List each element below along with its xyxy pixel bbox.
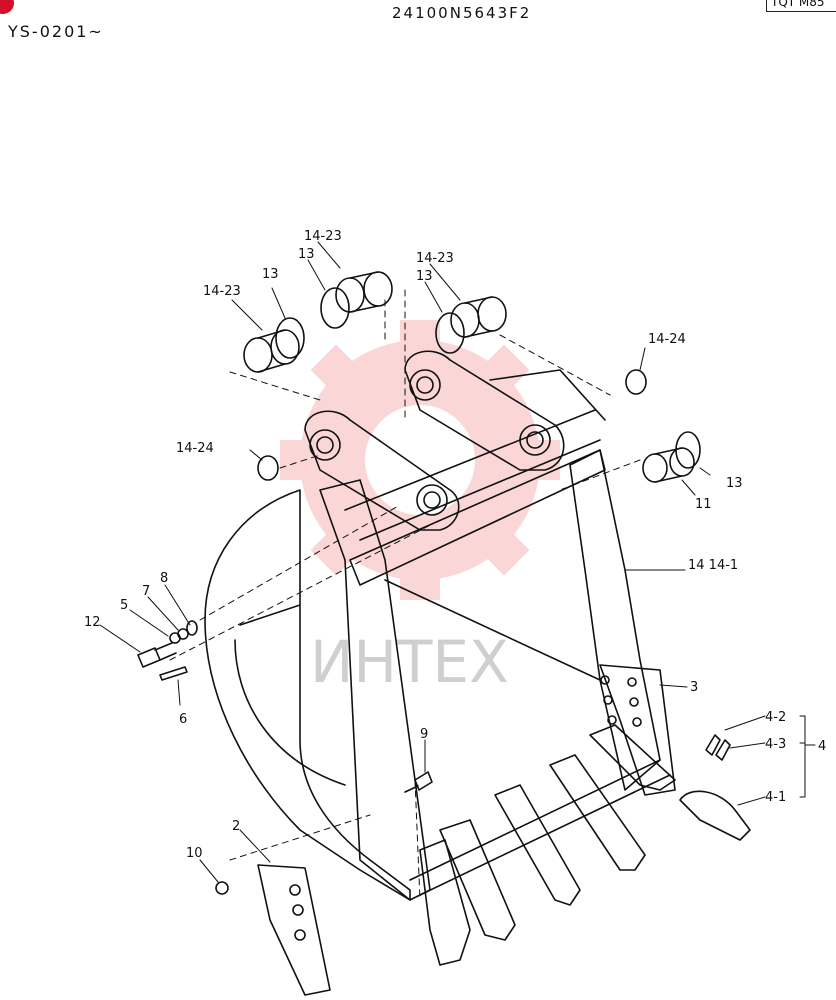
part-labels: 14-23 13 14-23 13 14-23 13 14-24 14-24 1… [84, 229, 826, 861]
label-10: 10 [186, 846, 203, 861]
label-8: 8 [160, 571, 168, 586]
label-14-23-right: 14-23 [416, 251, 454, 266]
bucket-inner-curve [234, 604, 346, 786]
pin-14-23-right [435, 296, 507, 354]
corner-mark [0, 0, 14, 14]
bolt-9 [404, 771, 433, 793]
label-6: 6 [179, 712, 187, 727]
label-14-23-mid: 14-23 [304, 229, 342, 244]
label-4-1: 4-1 [765, 790, 786, 805]
watermark-text: ИНТЕХ [310, 628, 509, 696]
nut-10 [215, 881, 229, 895]
side-plate-3 [599, 664, 676, 796]
label-2: 2 [232, 819, 240, 834]
right-lug-ear [404, 350, 565, 471]
label-4: 4 [818, 739, 826, 754]
label-4-3: 4-3 [765, 737, 786, 752]
shim-14-24-left [257, 455, 279, 481]
bucket-floor [409, 759, 671, 896]
label-13-right: 13 [416, 269, 433, 284]
label-9: 9 [420, 727, 428, 742]
label-13-mid: 13 [298, 247, 315, 262]
top-crossbar [349, 449, 606, 586]
tooth-4-1 [679, 790, 751, 841]
bucket-shell [204, 489, 411, 901]
label-14-14-1: 14 14-1 [688, 558, 738, 573]
serial-range: YS-0201~ [8, 22, 104, 41]
label-13-lower: 13 [726, 476, 743, 491]
washer-7 [177, 628, 189, 640]
label-13-left: 13 [262, 267, 279, 282]
label-4-2: 4-2 [765, 710, 786, 725]
washer-8 [186, 620, 198, 636]
label-7: 7 [142, 584, 150, 599]
drawing-code: 24100N5643F2 [392, 4, 532, 22]
shim-14-24-top [625, 369, 647, 395]
corner-box: TQT M85 [766, 0, 836, 12]
label-11: 11 [695, 497, 712, 512]
left-lug-ear [304, 410, 460, 531]
side-cutter-2 [257, 864, 331, 996]
label-14-24-left: 14-24 [176, 441, 214, 456]
pin-14-23-mid [320, 271, 393, 329]
label-14-24-top: 14-24 [648, 332, 686, 347]
label-14-23-left: 14-23 [203, 284, 241, 299]
pin-lower-right [642, 431, 701, 483]
pin-14-23-left [243, 317, 305, 373]
teeth-row [419, 724, 676, 966]
bolt-12 [137, 642, 177, 668]
label-5: 5 [120, 598, 128, 613]
label-12: 12 [84, 615, 101, 630]
right-side-plate [569, 449, 661, 791]
label-3: 3 [690, 680, 698, 695]
pin-6 [159, 666, 188, 681]
